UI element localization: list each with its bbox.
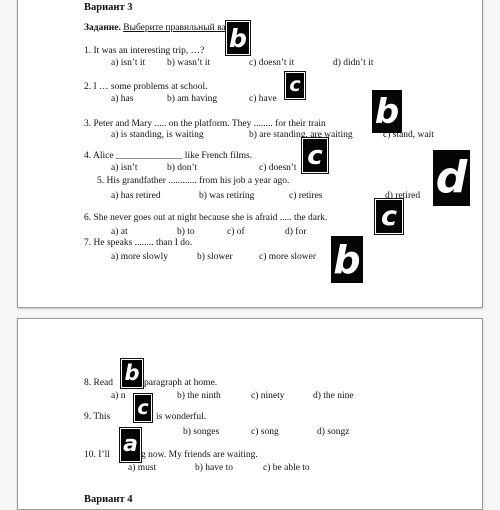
question-5-option-a[interactable]: a) has retired [111,191,161,201]
answer-label-q6: c [375,199,403,234]
variant-title: Вариант 3 [84,2,133,13]
question-8-stem-start: 8. Read [84,378,114,388]
question-3-stem: 3. Peter and Mary ..... on the platform.… [84,119,326,129]
question-2-stem: 2. I … some problems at school. [84,82,208,92]
question-6-option-c[interactable]: c) of [227,227,245,237]
question-9-option-b[interactable]: b) songes [183,427,220,437]
answer-label-q1: b [226,21,250,55]
question-10-option-b[interactable]: b) have to [195,463,233,473]
question-5-stem: 5. His grandfather ............ from his… [97,176,290,186]
question-6-option-a[interactable]: a) at [111,227,128,237]
question-8-option-d[interactable]: d) the nine [313,391,354,401]
question-9-option-c[interactable]: c) song [251,427,279,437]
question-2-option-b[interactable]: b) am having [167,94,218,104]
worksheet-page-1: Вариант 3 Задание. Выберите правильный в… [17,0,483,308]
question-3-option-c[interactable]: c) stand, wait [383,130,434,140]
question-7-option-c[interactable]: c) more slower [259,252,316,262]
question-9-option-d[interactable]: d) songz [317,427,350,437]
question-8-stem-end: paragraph at home. [144,378,218,388]
answer-label-q4: c [302,138,328,173]
question-9-stem-end: is wonderful. [156,412,207,422]
question-8-option-c[interactable]: c) ninety [251,391,285,401]
question-10-option-a[interactable]: a) must [128,463,157,473]
question-5-option-d[interactable]: d) retired [385,191,421,201]
question-4-option-a[interactable]: a) isn’t [111,163,138,173]
question-6-option-b[interactable]: b) to [177,227,195,237]
question-7-option-b[interactable]: b) slower [197,252,233,262]
answer-label-q10: a [120,428,141,462]
answer-label-q5: d [433,150,470,206]
worksheet-page-2: 8. Read paragraph at home. a) n b) the n… [17,318,483,510]
question-10-option-c[interactable]: c) be able to [263,463,310,473]
question-7-stem: 7. He speaks ........ than I do. [84,238,193,248]
question-5-option-b[interactable]: b) was retiring [199,191,255,201]
answer-label-q2: c [285,72,305,99]
question-4-option-b[interactable]: b) don’t [167,163,198,173]
question-5-option-c[interactable]: c) retires [289,191,323,201]
question-1-option-d[interactable]: d) didn’t it [333,58,374,68]
question-3-option-b[interactable]: b) are standing, are waiting [249,130,353,140]
question-9-stem-start: 9. This [84,412,111,422]
question-2-option-a[interactable]: a) has [111,94,134,104]
question-8-option-a[interactable]: a) n [111,391,126,401]
question-6-option-d[interactable]: d) for [285,227,307,237]
question-10-stem-start: 10. I’ll [84,450,110,460]
answer-label-q8: b [121,359,143,388]
question-4-stem: 4. Alice ______________ like French film… [84,151,253,161]
question-1-option-b[interactable]: b) wasn’t it [167,58,211,68]
question-2-option-c[interactable]: c) have [249,94,277,104]
answer-label-q3: b [372,90,402,133]
task-instruction: Задание. Выберите правильный вариант [84,23,249,34]
question-3-option-a[interactable]: a) is standing, is waiting [111,130,204,140]
question-10-stem-end: g now. My friends are waiting. [141,450,258,460]
answer-label-q7: b [331,236,363,283]
question-1-stem: 1. It was an interesting trip, …? [84,46,205,56]
question-1-option-c[interactable]: c) doesn’t it [249,58,295,68]
question-4-option-c[interactable]: c) doesn’t [259,163,297,173]
task-label: Задание. [84,23,121,33]
question-6-stem: 6. She never goes out at night because s… [84,213,328,223]
task-text: Выберите правильный вариант [123,23,249,33]
question-8-option-b[interactable]: b) the ninth [177,391,221,401]
answer-label-q9: c [134,394,152,422]
question-1-option-a[interactable]: a) isn’t it [111,58,146,68]
question-7-option-a[interactable]: a) more slowly [111,252,168,262]
